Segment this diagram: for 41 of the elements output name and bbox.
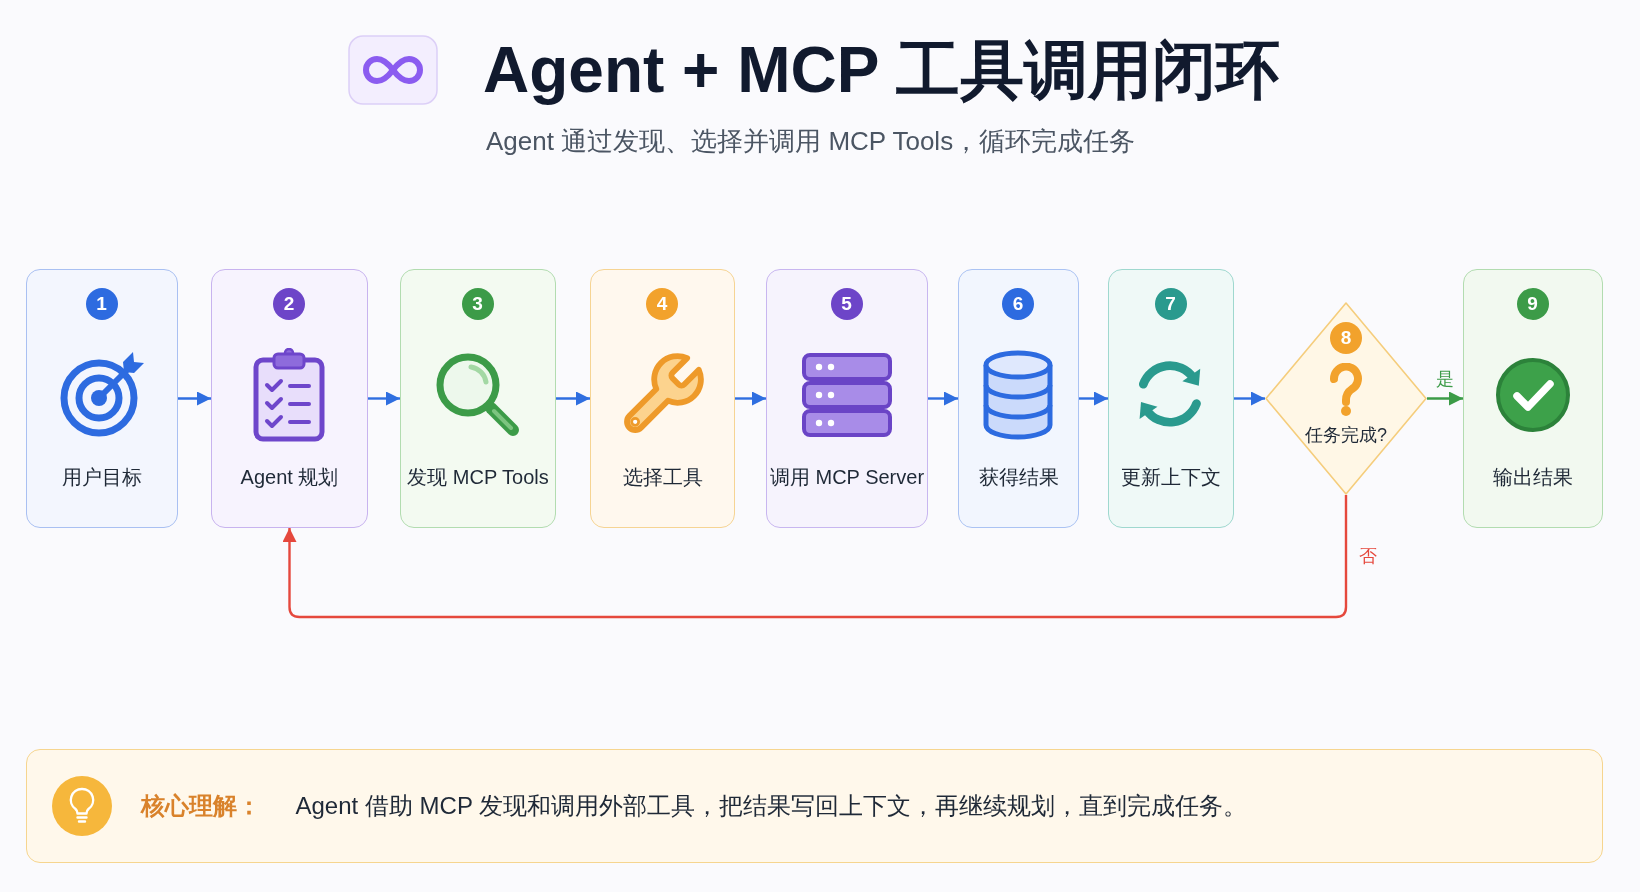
step-card bbox=[590, 269, 735, 528]
step-number: 6 bbox=[1002, 287, 1034, 320]
arrow bbox=[178, 391, 211, 406]
step-label: Agent 规划 bbox=[240, 464, 339, 489]
step-number: 9 bbox=[1516, 287, 1549, 320]
step-card bbox=[1463, 269, 1603, 528]
arrow bbox=[1079, 391, 1108, 406]
step-card bbox=[400, 269, 556, 528]
step-card bbox=[211, 269, 368, 528]
step-label: 调用 MCP Server bbox=[769, 464, 925, 489]
step-label: 发现 MCP Tools bbox=[407, 464, 549, 489]
step-label: 选择工具 bbox=[622, 464, 703, 489]
arrow bbox=[928, 391, 958, 406]
arrow bbox=[1234, 391, 1265, 406]
subtitle: Agent 通过发现、选择并调用 MCP Tools，循环完成任务 bbox=[486, 126, 1136, 157]
note-panel bbox=[26, 749, 1603, 863]
step-label: 更新上下文 bbox=[1121, 464, 1221, 489]
step-label: 获得结果 bbox=[978, 464, 1059, 489]
step-number: 1 bbox=[85, 287, 118, 320]
arrow bbox=[368, 391, 400, 406]
step-card bbox=[958, 269, 1079, 528]
step-number: 5 bbox=[830, 287, 863, 320]
step-number: 4 bbox=[646, 287, 678, 320]
step-number: 3 bbox=[461, 287, 494, 320]
step-number: 2 bbox=[273, 287, 305, 320]
edge-label: 否 bbox=[1357, 546, 1379, 566]
step-label: 输出结果 bbox=[1493, 464, 1573, 489]
edge-label: 是 bbox=[1434, 368, 1456, 389]
arrow bbox=[1427, 391, 1463, 406]
note-heading: 核心理解： bbox=[140, 791, 261, 820]
arrow bbox=[556, 391, 590, 406]
decision-label: 任务完成? bbox=[1305, 424, 1387, 447]
step-card bbox=[766, 269, 928, 528]
arrow bbox=[735, 391, 766, 406]
step-card bbox=[1108, 269, 1234, 528]
step-number: 7 bbox=[1154, 287, 1187, 320]
arrow bbox=[282, 495, 1348, 619]
decision-diamond bbox=[1265, 302, 1427, 495]
note-text: Agent 借助 MCP 发现和调用外部工具，把结果写回上下文，再继续规划，直到完成任务。 bbox=[295, 791, 1248, 820]
step-card bbox=[26, 269, 178, 528]
step-label: 用户目标 bbox=[62, 464, 142, 489]
